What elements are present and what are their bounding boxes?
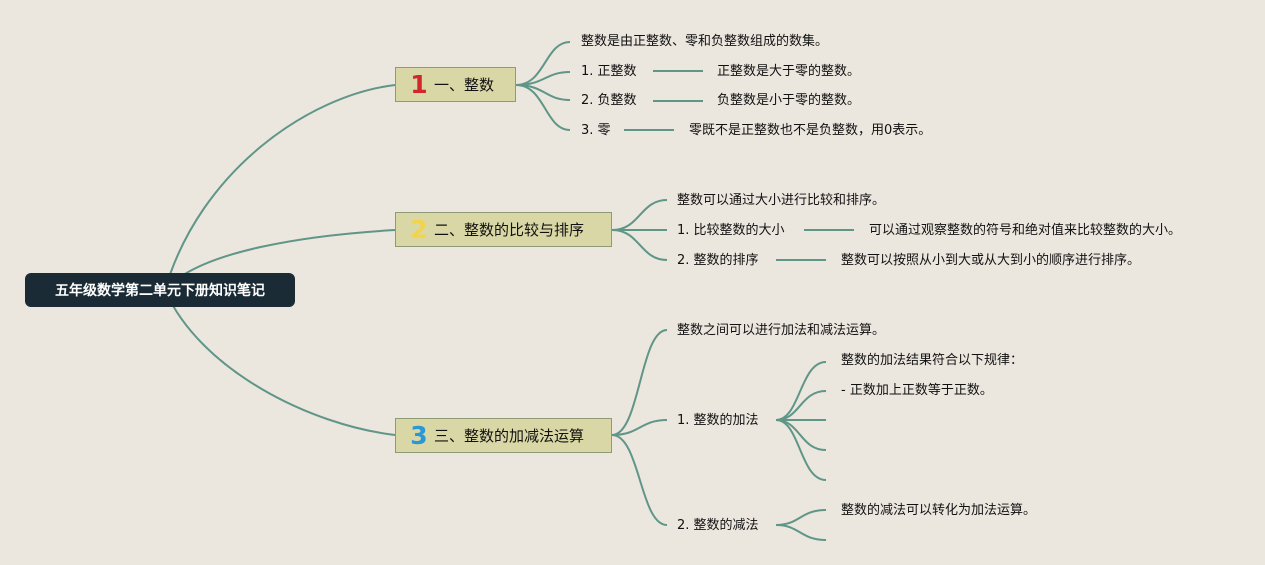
- leaf-compare-size-detail: 可以通过观察整数的符号和绝对值来比较整数的大小。: [869, 223, 1182, 238]
- leaf-zero: 3. 零: [581, 123, 611, 138]
- leaf-sorting: 2. 整数的排序: [677, 253, 759, 268]
- topic-label: 三、整数的加减法运算: [434, 427, 585, 445]
- leaf-zero-detail: 零既不是正整数也不是负整数，用0表示。: [689, 123, 932, 138]
- number-2-icon: 2: [410, 215, 428, 244]
- number-3-icon: 3: [410, 421, 428, 450]
- leaf-positive-integer: 1. 正整数: [581, 64, 637, 79]
- topic-label: 一、整数: [434, 76, 495, 94]
- root-node[interactable]: 五年级数学第二单元下册知识笔记: [25, 273, 295, 307]
- leaf-addition-rule: 整数的加法结果符合以下规律：: [841, 353, 1024, 368]
- root-title: 五年级数学第二单元下册知识笔记: [55, 283, 265, 299]
- leaf-operations-intro: 整数之间可以进行加法和减法运算。: [677, 323, 886, 338]
- leaf-sorting-detail: 整数可以按照从小到大或从大到小的顺序进行排序。: [841, 253, 1141, 268]
- number-1-icon: 1: [410, 70, 428, 99]
- topic-integers[interactable]: 1 一、整数: [395, 67, 516, 102]
- topic-add-subtract[interactable]: 3 三、整数的加减法运算: [395, 418, 612, 453]
- leaf-subtraction-rule: 整数的减法可以转化为加法运算。: [841, 503, 1037, 518]
- leaf-compare-intro: 整数可以通过大小进行比较和排序。: [677, 193, 886, 208]
- leaf-integer-definition: 整数是由正整数、零和负整数组成的数集。: [581, 34, 829, 49]
- topic-compare-sort[interactable]: 2 二、整数的比较与排序: [395, 212, 612, 247]
- leaf-addition: 1. 整数的加法: [677, 413, 759, 428]
- leaf-negative-integer-detail: 负整数是小于零的整数。: [717, 93, 861, 108]
- leaf-negative-integer: 2. 负整数: [581, 93, 637, 108]
- leaf-addition-rule-1: - 正数加上正数等于正数。: [841, 383, 993, 398]
- leaf-subtraction: 2. 整数的减法: [677, 518, 759, 533]
- topic-label: 二、整数的比较与排序: [434, 221, 585, 239]
- leaf-compare-size: 1. 比较整数的大小: [677, 223, 785, 238]
- leaf-positive-integer-detail: 正整数是大于零的整数。: [717, 64, 861, 79]
